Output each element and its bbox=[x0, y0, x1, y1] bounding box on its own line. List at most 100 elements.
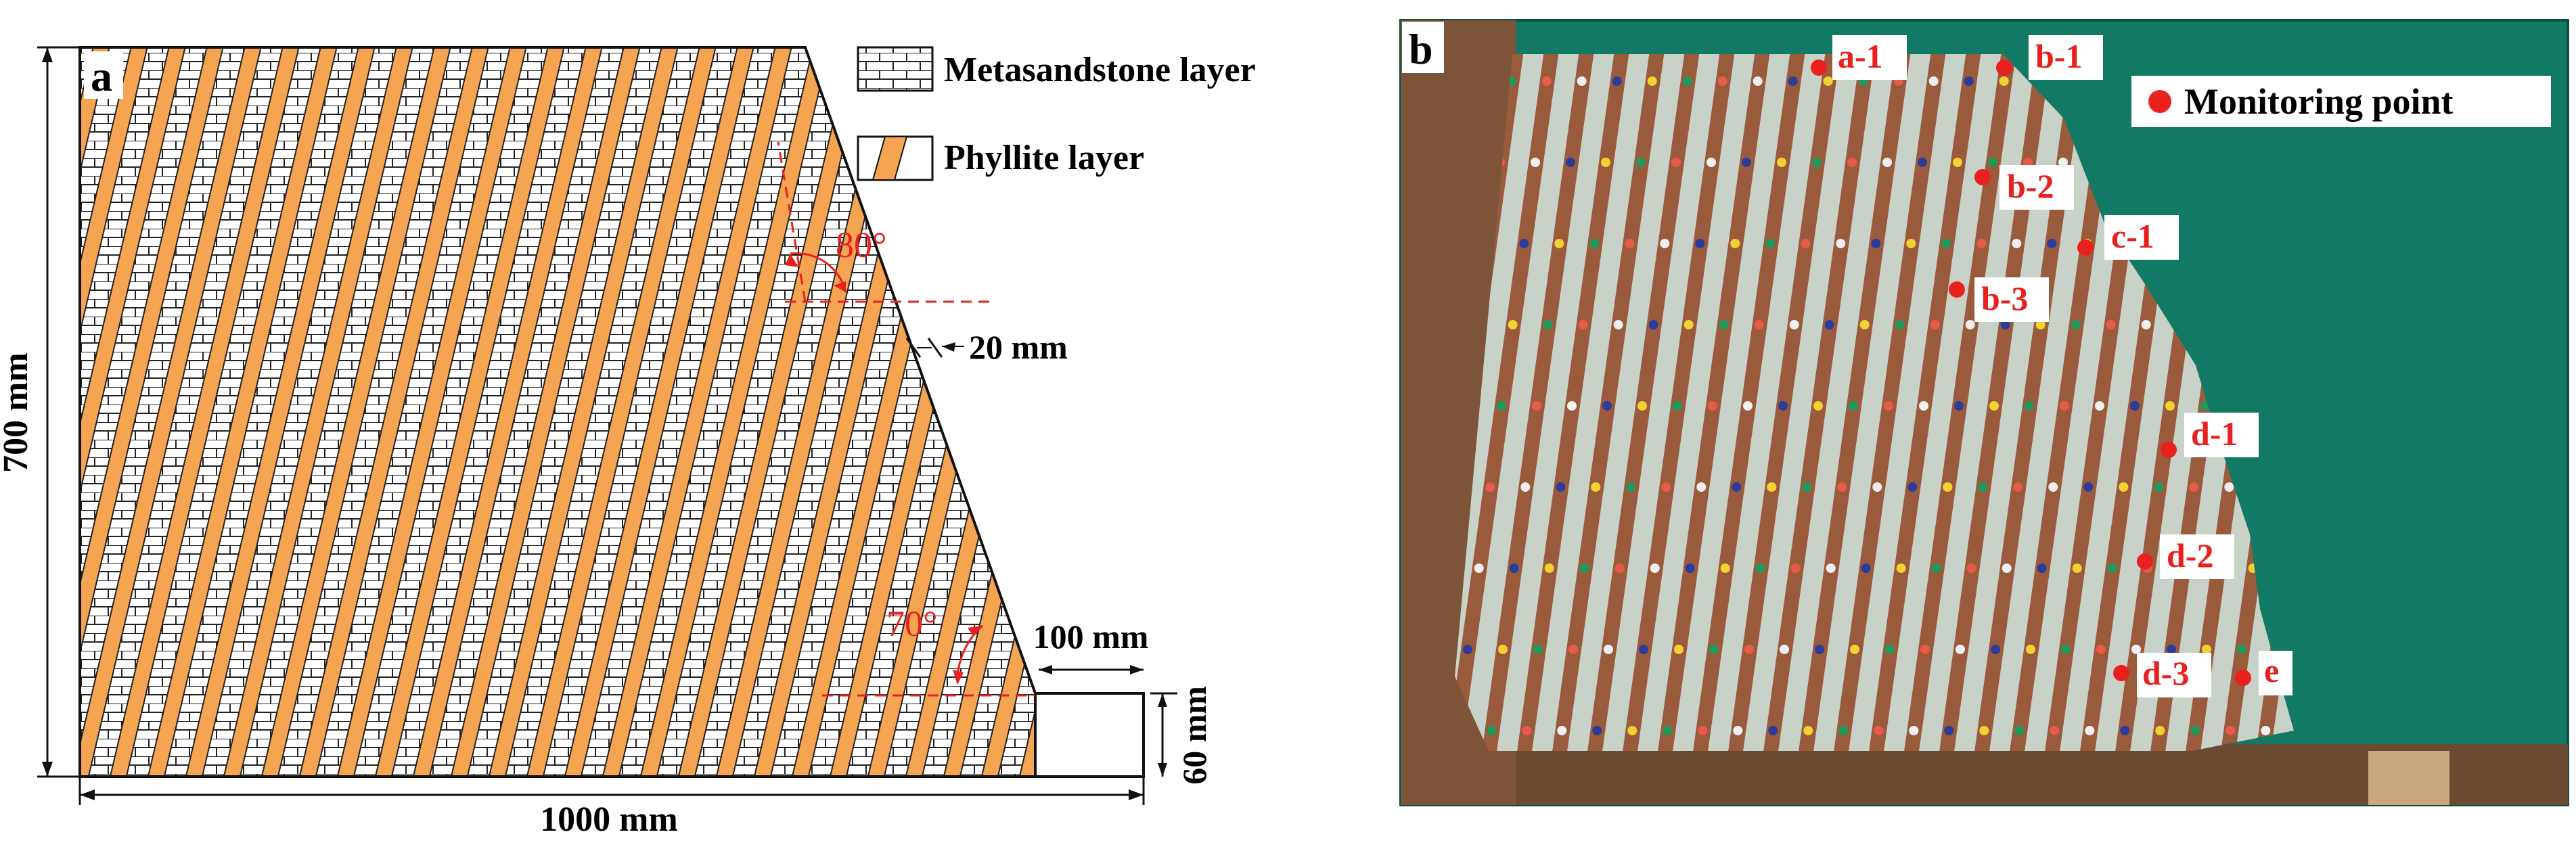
svg-text:b-3: b-3 bbox=[1981, 279, 2028, 317]
marker-pin bbox=[1541, 76, 1552, 86]
marker-pin bbox=[2120, 726, 2130, 735]
phyllite-layer bbox=[80, 47, 188, 777]
marker-pin bbox=[1837, 482, 1847, 492]
phyllite-layer bbox=[296, 47, 491, 777]
marker-pin bbox=[1943, 482, 1953, 492]
marker-pin bbox=[1753, 76, 1763, 86]
marker-pin bbox=[1906, 239, 1916, 248]
marker-pin bbox=[2237, 645, 2246, 654]
marker-pin bbox=[1627, 726, 1637, 735]
marker-pin bbox=[2026, 645, 2035, 654]
marker-pin bbox=[1730, 239, 1740, 248]
marker-pin bbox=[1849, 401, 1858, 411]
metasandstone-swatch bbox=[857, 46, 934, 92]
plaster-layer bbox=[1529, 54, 1651, 751]
marker-pin bbox=[1519, 239, 1529, 248]
marker-pin bbox=[1777, 158, 1786, 167]
plaster-layer bbox=[1670, 54, 1792, 751]
phyllite-layer bbox=[410, 47, 605, 777]
marker-pin bbox=[1765, 239, 1776, 248]
marker-pin bbox=[1589, 239, 1600, 248]
marker-pin bbox=[1956, 645, 1965, 654]
marker-pin bbox=[1533, 645, 1543, 654]
marker-pin bbox=[1847, 158, 1857, 167]
marker-pin bbox=[1871, 239, 1881, 248]
monitoring-point-d-3: d-3 bbox=[2113, 653, 2211, 697]
marker-pin bbox=[1964, 76, 1974, 86]
marker-pin bbox=[1989, 401, 1999, 411]
phyllite-layer bbox=[107, 47, 302, 777]
marker-pin bbox=[1907, 482, 1918, 492]
marker-pin bbox=[1885, 645, 1895, 654]
phyllite-layer bbox=[372, 47, 567, 777]
angle-80-annotation: 80° bbox=[777, 141, 995, 303]
svg-text:b-1: b-1 bbox=[2035, 37, 2082, 75]
marker-pin bbox=[1707, 158, 1716, 167]
marker-pin bbox=[1522, 726, 1532, 735]
marker-pin bbox=[1789, 320, 1799, 329]
monitoring-point-a-1: a-1 bbox=[1811, 35, 1907, 80]
marker-pin bbox=[1778, 401, 1788, 411]
marker-pin bbox=[1637, 401, 1647, 411]
marker-pin bbox=[1682, 76, 1692, 86]
marker-pin bbox=[1744, 645, 1754, 654]
phyllite-swatch bbox=[857, 135, 934, 181]
marker-pin bbox=[1381, 726, 1391, 735]
marker-pin bbox=[1531, 158, 1540, 167]
marker-pin bbox=[1543, 320, 1553, 329]
marker-pin bbox=[2037, 564, 2047, 573]
marker-pin bbox=[1790, 564, 1801, 573]
marker-pin bbox=[2106, 320, 2116, 329]
marker-pin bbox=[2261, 726, 2271, 735]
marker-pin bbox=[1566, 158, 1575, 167]
marker-pin bbox=[1497, 401, 1506, 411]
phyllite-layer bbox=[637, 47, 832, 777]
marker-pin bbox=[2012, 239, 2022, 248]
marker-pin bbox=[2000, 320, 2010, 329]
legend-metasandstone: Metasandstone layer bbox=[944, 51, 1256, 89]
monitoring-point-legend-marker bbox=[2148, 90, 2171, 113]
marker-pin bbox=[1941, 239, 1951, 248]
plaster-layer bbox=[1705, 54, 1827, 751]
marker-pin bbox=[1966, 564, 1976, 573]
marker-pin bbox=[1780, 645, 1789, 654]
marker-pin bbox=[1474, 564, 1484, 573]
plaster-layer bbox=[1635, 54, 1757, 751]
marker-pin bbox=[1498, 645, 1508, 654]
marker-pin bbox=[2095, 401, 2104, 411]
marker-pin bbox=[1684, 320, 1694, 329]
marker-pin bbox=[1487, 726, 1497, 735]
marker-pin bbox=[1463, 645, 1472, 654]
marker-pin bbox=[2189, 482, 2199, 492]
plaster-layer bbox=[1564, 54, 1686, 751]
panel-b-legend: Monitoring point bbox=[2131, 76, 2551, 127]
plaster-layer bbox=[1455, 54, 1545, 751]
marker-pin bbox=[1732, 482, 1742, 492]
monitoring-point-b-1: b-1 bbox=[1996, 35, 2103, 80]
width-label: 1000 mm bbox=[540, 800, 678, 839]
marker-pin bbox=[1647, 76, 1657, 86]
monitoring-point-d-2: d-2 bbox=[2137, 534, 2234, 579]
marker-pin bbox=[1931, 564, 1941, 573]
marker-pin bbox=[2154, 482, 2164, 492]
monitoring-point-b-3: b-3 bbox=[1949, 277, 2049, 322]
marker-pin bbox=[1767, 482, 1777, 492]
marker-pin bbox=[1812, 158, 1822, 167]
marker-pin bbox=[1685, 564, 1695, 573]
svg-text:c-1: c-1 bbox=[2111, 217, 2154, 255]
marker-pin bbox=[1671, 158, 1681, 167]
marker-pin bbox=[1708, 401, 1717, 411]
marker-pin bbox=[1930, 320, 1940, 329]
marker-pin bbox=[1895, 320, 1905, 329]
marker-pin bbox=[2061, 645, 2071, 654]
marker-pin bbox=[2202, 645, 2211, 654]
marker-pin bbox=[1639, 645, 1648, 654]
marker-pin bbox=[1696, 482, 1707, 492]
plaster-layer bbox=[1459, 54, 1581, 751]
marker-pin bbox=[1813, 401, 1823, 411]
marker-pin bbox=[1636, 158, 1646, 167]
marker-pin bbox=[1861, 564, 1871, 573]
marker-pin bbox=[2096, 645, 2106, 654]
marker-pin bbox=[1978, 482, 1988, 492]
marker-pin bbox=[1823, 76, 1833, 86]
